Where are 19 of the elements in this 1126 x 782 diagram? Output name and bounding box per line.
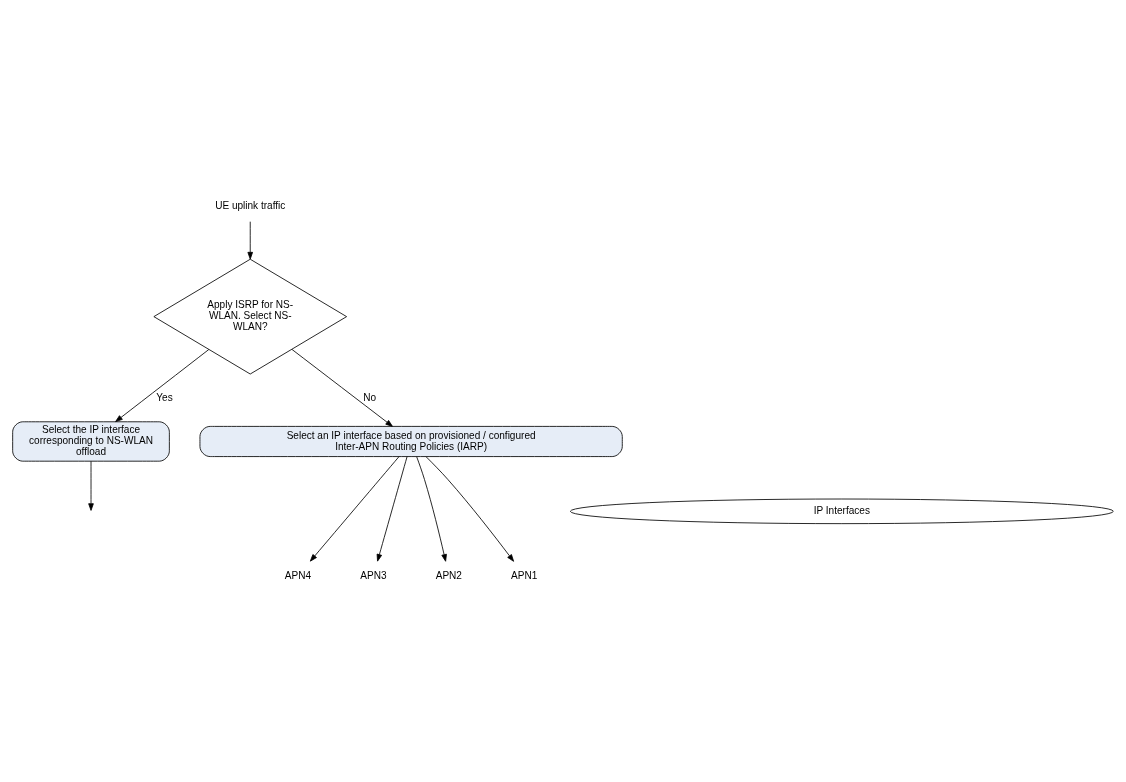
edge-label: Yes: [156, 391, 173, 403]
arrow: [309, 455, 400, 562]
arrow: [425, 455, 514, 562]
node-box: Select the IP interface corresponding to NS-WLAN offload: [12, 420, 170, 462]
arrow: [416, 455, 447, 562]
node-diamond: Apply ISRP for NS-WLAN. Select NS-WLAN?: [153, 258, 348, 374]
arrow: [376, 455, 408, 562]
arrow: [115, 348, 210, 422]
node-ellipse: IP Interfaces: [569, 498, 1114, 524]
node-text: APN3: [360, 569, 387, 581]
node-box: Select an IP interface based on provisioned / configured Inter-APN Routing Policies (IARP): [199, 425, 623, 457]
node-text: APN4: [284, 569, 312, 581]
node-text: UE uplink traffic: [215, 199, 286, 211]
node-text: APN1: [511, 569, 538, 581]
node-text: APN2: [435, 569, 462, 581]
arrow: [88, 460, 94, 511]
arrow: [247, 220, 253, 259]
edge-label: No: [363, 391, 377, 403]
arrow: [291, 348, 393, 427]
